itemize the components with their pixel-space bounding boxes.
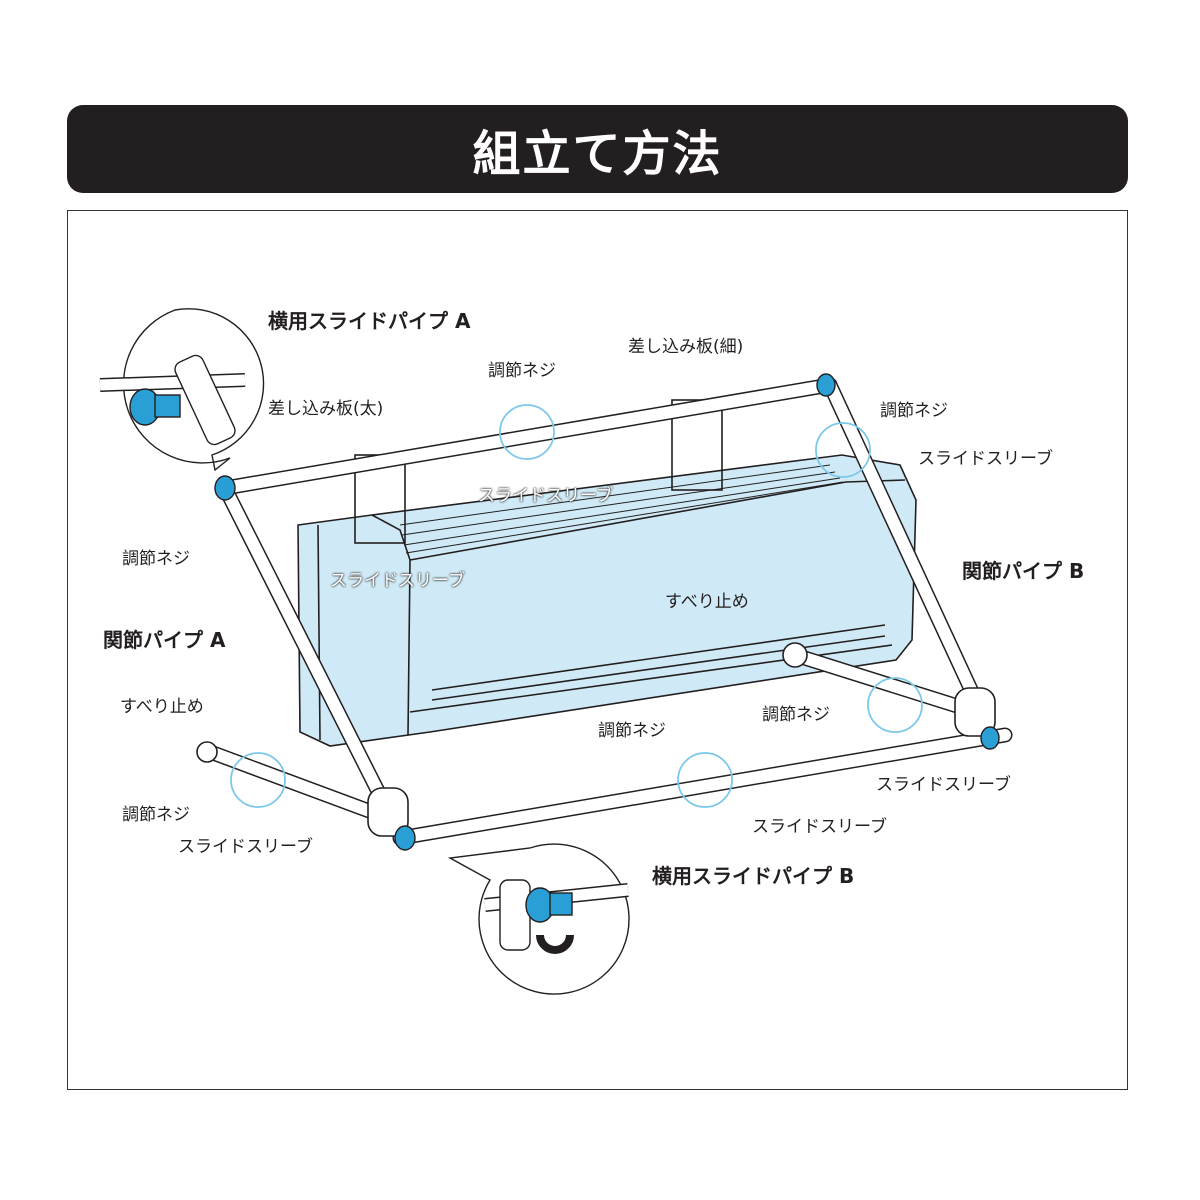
non-slip-unit [782, 642, 808, 668]
label-adjust-screw: 調節ネジ [880, 401, 948, 421]
adjust-screw-highlight [815, 422, 871, 478]
label-slide-sleeve: スライドスリーブ [752, 817, 887, 837]
label-joint-pipe-a: 関節パイプ A [103, 628, 226, 652]
label-horizontal-pipe-b: 横用スライドパイプ B [652, 864, 855, 888]
label-adjust-screw: 調節ネジ [122, 805, 190, 825]
adjust-screw-highlight [677, 752, 733, 808]
label-insert-plate-thick: 差し込み板(太) [268, 399, 384, 419]
label-adjust-screw: 調節ネジ [488, 361, 556, 381]
page-title: 組立て方法 [472, 126, 723, 182]
detail-inset-b [447, 843, 630, 995]
label-insert-plate-thin: 差し込み板(細) [628, 337, 744, 357]
label-non-slip: すべり止め [665, 592, 749, 612]
air-conditioner-unit [297, 454, 917, 747]
non-slip-left [196, 741, 218, 763]
end-cap [816, 373, 836, 397]
diagram-frame [67, 210, 1128, 1090]
detail-inset-a [99, 308, 265, 472]
label-horizontal-pipe-a: 横用スライドパイプ A [268, 309, 471, 333]
title-bar: 組立て方法 [67, 105, 1128, 193]
end-cap [214, 475, 236, 501]
label-non-slip: すべり止め [120, 697, 204, 717]
joint-a [367, 787, 409, 837]
label-slide-sleeve: スライドスリーブ [478, 486, 613, 506]
label-adjust-screw: 調節ネジ [122, 549, 190, 569]
label-slide-sleeve: スライドスリーブ [178, 837, 313, 857]
adjust-screw-highlight [867, 677, 923, 733]
label-slide-sleeve: スライドスリーブ [876, 775, 1011, 795]
end-cap [394, 825, 416, 851]
end-cap [980, 726, 1000, 750]
adjust-screw-highlight [499, 404, 555, 460]
label-slide-sleeve: スライドスリーブ [330, 571, 465, 591]
label-slide-sleeve: スライドスリーブ [918, 449, 1053, 469]
pipes [197, 377, 1013, 846]
adjust-screw-highlight [230, 752, 286, 808]
insert-plate-thin [671, 399, 723, 491]
label-adjust-screw: 調節ネジ [598, 721, 666, 741]
joint-b [954, 687, 996, 737]
label-joint-pipe-b: 関節パイプ B [962, 559, 1085, 583]
label-adjust-screw: 調節ネジ [762, 705, 830, 725]
